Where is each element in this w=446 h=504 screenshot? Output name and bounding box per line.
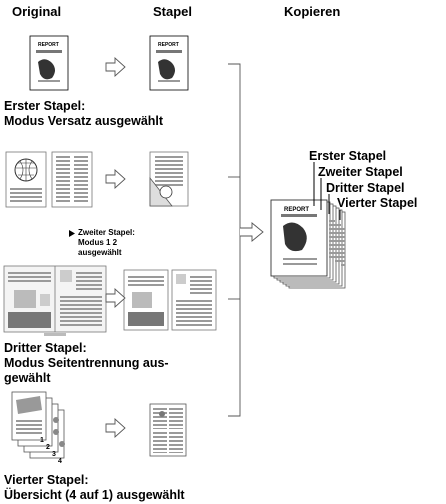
zweiter-line3: ausgewählt xyxy=(78,248,122,257)
row2-original-pages xyxy=(5,151,93,208)
output-label-erster: Erster Stapel xyxy=(309,149,387,163)
zweiter-line1: Zweiter Stapel: xyxy=(78,228,135,237)
dritter-line2: Modus Seitentrennung aus- xyxy=(4,356,169,370)
zweiter-bullet-marker xyxy=(69,230,75,237)
vierter-stapel-label: Vierter Stapel: Übersicht (4 auf 1) ausg… xyxy=(4,473,185,503)
page-number-2: 2 xyxy=(46,444,50,451)
row4-original-pages xyxy=(11,391,65,459)
report-title-output: REPORT xyxy=(284,207,310,213)
page-number-3: 3 xyxy=(52,451,56,458)
row4-stapel-page xyxy=(149,403,187,457)
zweiter-line2: Modus 1 2 xyxy=(78,238,118,247)
column-header-stapel: Stapel xyxy=(153,4,193,19)
arrow-to-kopieren xyxy=(240,222,264,242)
row3-original-book xyxy=(3,265,107,336)
stack-leader-lines xyxy=(313,162,341,220)
row2-stapel-sheet xyxy=(149,151,189,207)
dritter-stapel-label: Dritter Stapel: Modus Seitentrennung aus… xyxy=(4,341,169,386)
vierter-line1: Vierter Stapel: xyxy=(4,473,89,487)
dritter-line1: Dritter Stapel: xyxy=(4,341,87,355)
report-title-original: REPORT xyxy=(38,42,59,48)
output-stacks xyxy=(270,199,346,289)
row3-stapel-pages xyxy=(123,269,217,331)
report-title-stapel: REPORT xyxy=(158,42,179,48)
output-label-zweiter: Zweiter Stapel xyxy=(318,165,403,179)
column-header-original: Original xyxy=(12,4,62,19)
bracket-connector xyxy=(228,63,241,417)
row1-stapel-page xyxy=(149,35,189,91)
output-label-vierter: Vierter Stapel xyxy=(337,196,418,210)
page-number-4: 4 xyxy=(58,458,62,465)
dritter-line3: gewählt xyxy=(4,371,51,385)
erster-line2: Modus Versatz ausgewählt xyxy=(4,114,164,128)
erster-stapel-label: Erster Stapel: Modus Versatz ausgewählt xyxy=(4,99,163,129)
vierter-line2: Übersicht (4 auf 1) ausgewählt xyxy=(4,488,185,502)
zweiter-stapel-label: Zweiter Stapel: Modus 1 2 ausgewählt xyxy=(78,228,135,258)
column-header-kopieren: Kopieren xyxy=(284,4,341,19)
row1-original-page xyxy=(29,35,69,91)
erster-line1: Erster Stapel: xyxy=(4,99,86,113)
arrows-original-to-stapel xyxy=(105,56,126,439)
output-label-dritter: Dritter Stapel xyxy=(326,181,405,195)
page-number-1: 1 xyxy=(40,437,44,444)
